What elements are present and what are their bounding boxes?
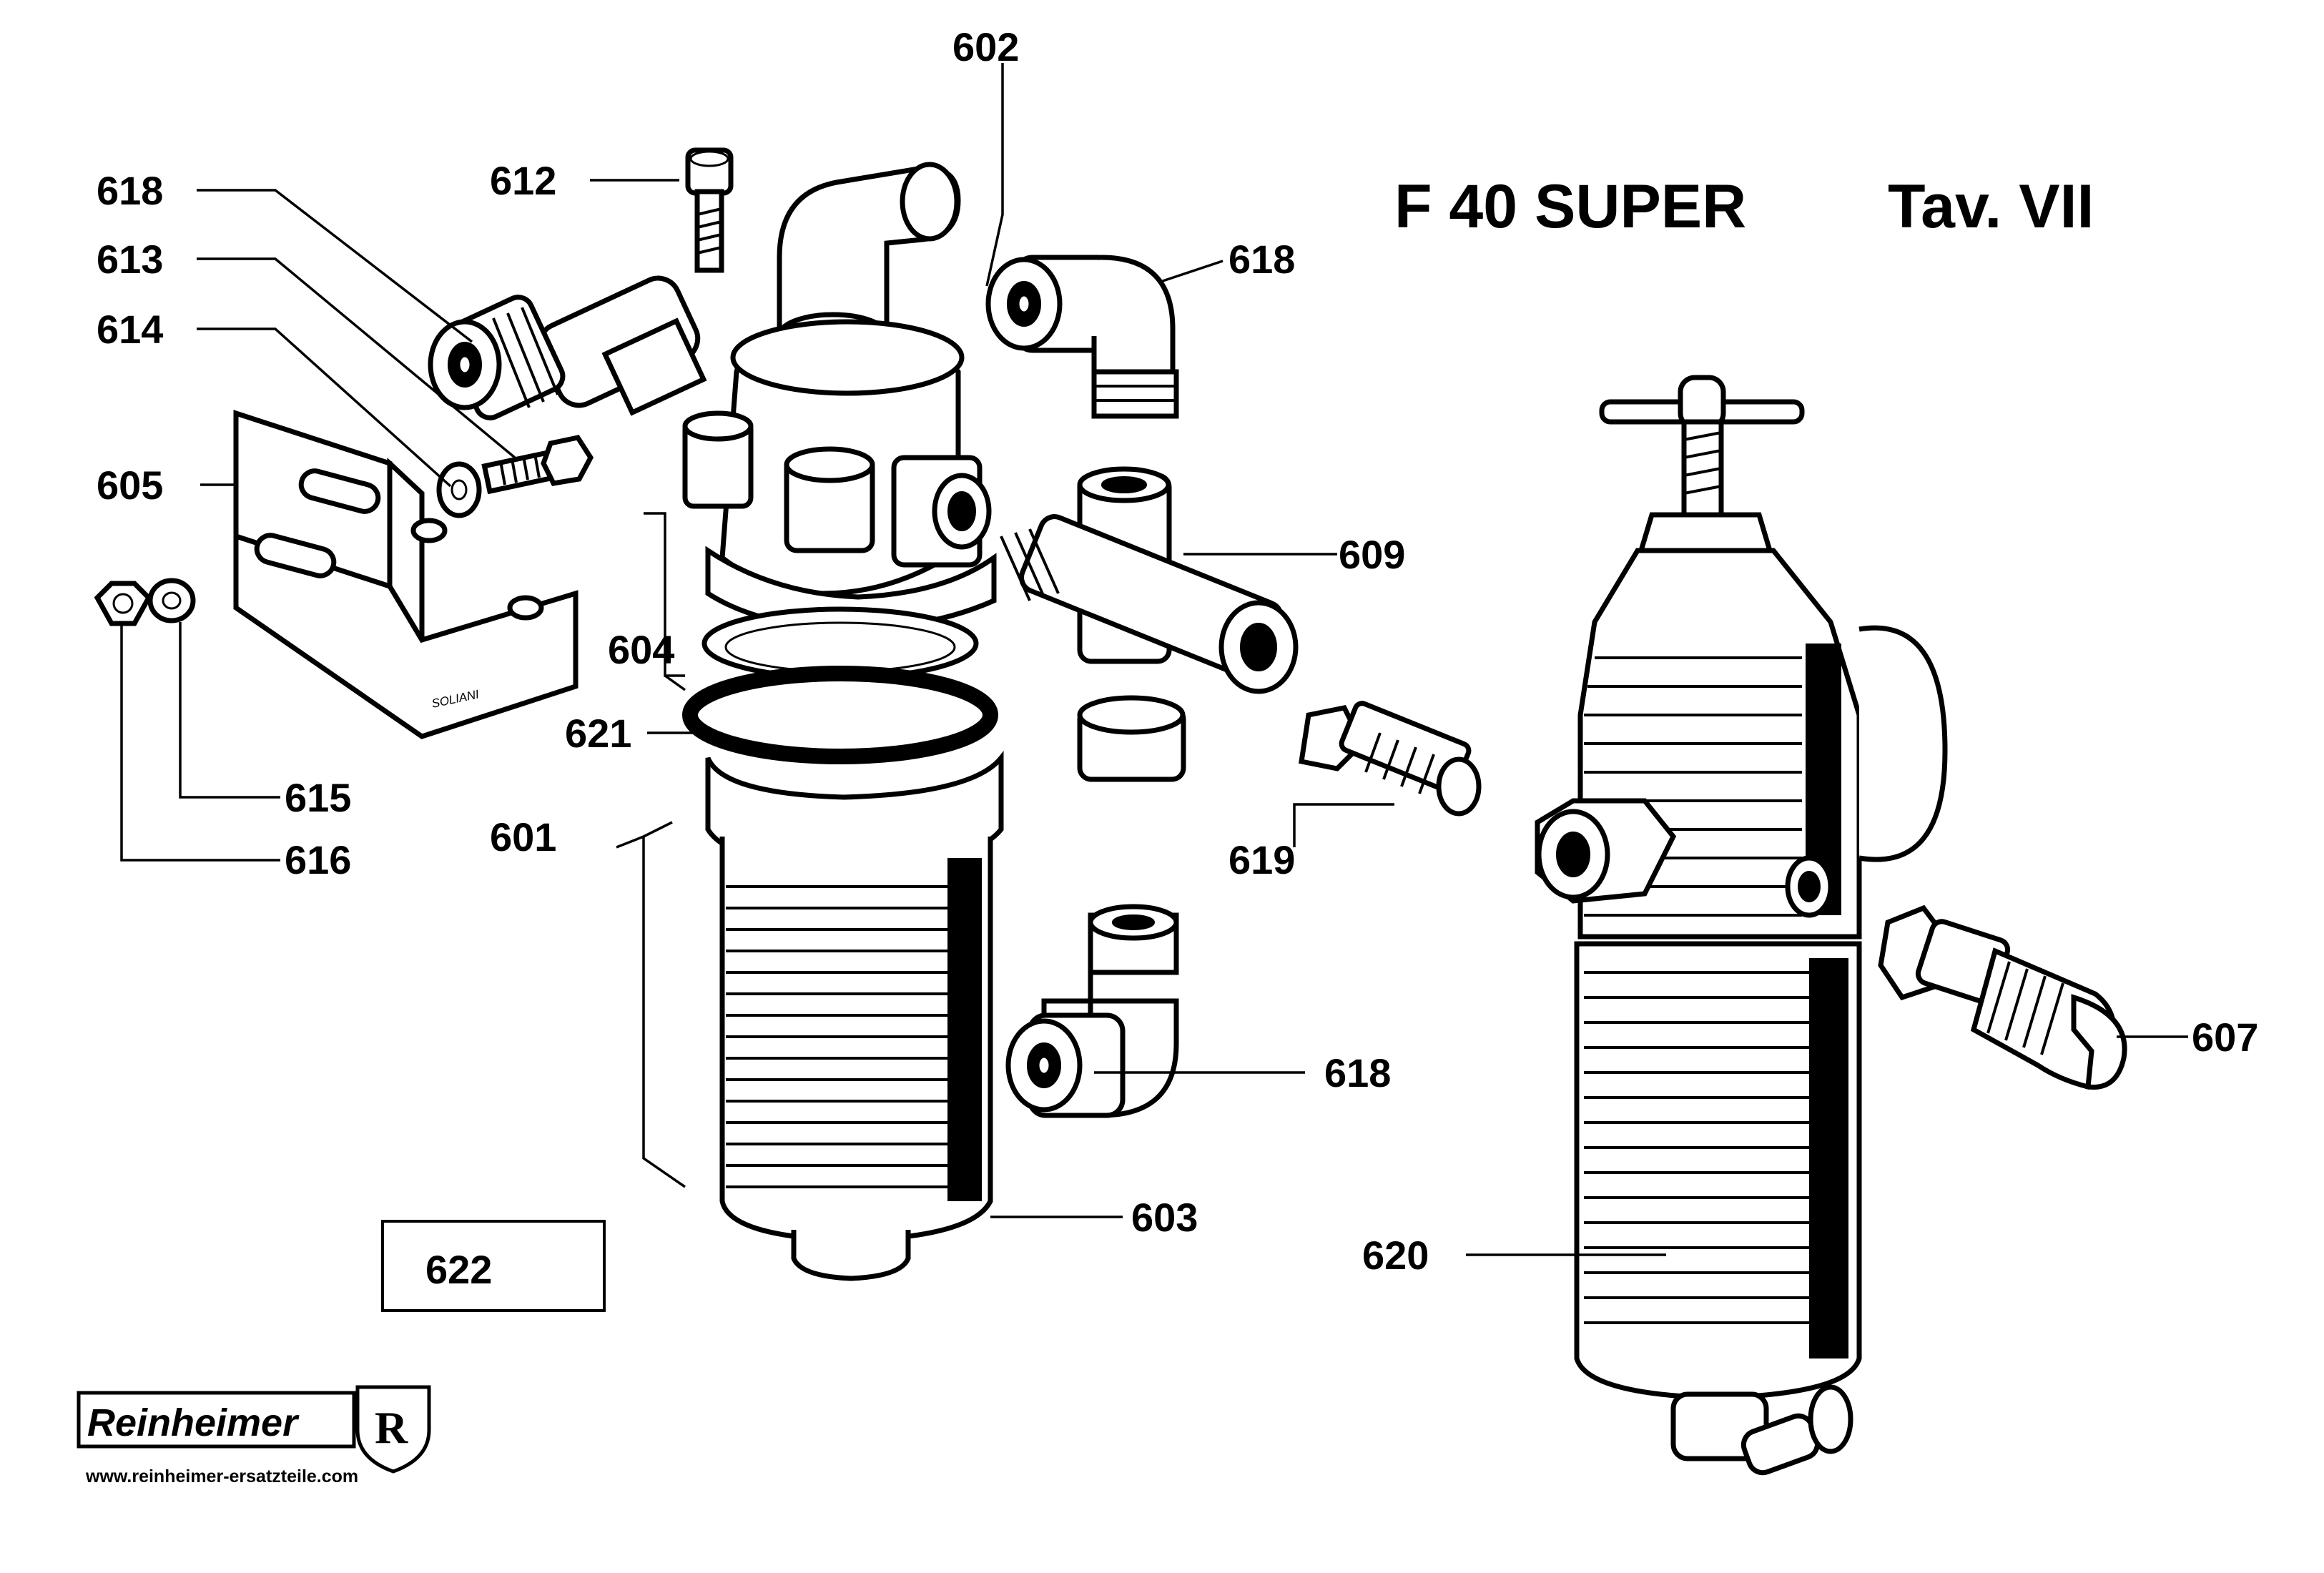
leader-lines (120, 63, 2188, 1256)
footer-url: www.reinheimer-ersatzteile.com (85, 1466, 358, 1486)
callout-613: 613 (97, 237, 163, 282)
elbow-fitting-618-bottom (1005, 904, 1179, 1118)
callout-614: 614 (97, 307, 163, 352)
o-ring-621 (682, 666, 998, 764)
callout-618-top-right: 618 (1229, 237, 1295, 282)
shield-letter: R (375, 1402, 408, 1453)
callout-612: 612 (490, 158, 556, 203)
shield-icon (355, 1385, 431, 1474)
tee-fitting-609 (1000, 466, 1299, 782)
elbow-fitting-618-right (985, 255, 1179, 419)
mounting-bracket-605: SOLIANI (233, 410, 578, 739)
callout-620: 620 (1362, 1233, 1429, 1278)
washer-615 (147, 578, 196, 623)
washer-614 (436, 461, 482, 518)
callout-604: 604 (608, 627, 674, 672)
assembled-filter-620 (1535, 375, 1948, 1476)
callout-615: 615 (285, 775, 351, 820)
callout-602: 602 (952, 24, 1019, 69)
filter-bowl-603 (705, 751, 1004, 1281)
callout-603: 603 (1131, 1195, 1198, 1240)
nipple-619 (1299, 701, 1482, 817)
valve-head-602 (682, 162, 997, 632)
plate-number: Tav. VII (1888, 172, 2094, 241)
callout-621: 621 (565, 711, 631, 756)
callout-622: 622 (425, 1247, 492, 1292)
nut-616 (94, 581, 152, 626)
elbow-fitting-618-left (428, 275, 707, 420)
callout-605: 605 (97, 463, 163, 508)
callout-601: 601 (490, 814, 556, 859)
drain-valve-607 (1878, 904, 2127, 1090)
screw-612 (685, 147, 734, 273)
callout-616: 616 (285, 837, 351, 882)
callout-607: 607 (2192, 1015, 2258, 1060)
callout-618-top-left: 618 (97, 168, 163, 213)
callout-609: 609 (1339, 532, 1405, 577)
reinheimer-logo: Reinheimer R (77, 1385, 431, 1474)
brand-name: Reinheimer (87, 1401, 300, 1444)
callout-622-box (381, 1220, 606, 1312)
model-title: F 40 SUPER (1394, 172, 1746, 241)
screw-613 (481, 435, 594, 495)
callout-618-bottom: 618 (1324, 1050, 1391, 1095)
callout-619: 619 (1229, 837, 1295, 882)
